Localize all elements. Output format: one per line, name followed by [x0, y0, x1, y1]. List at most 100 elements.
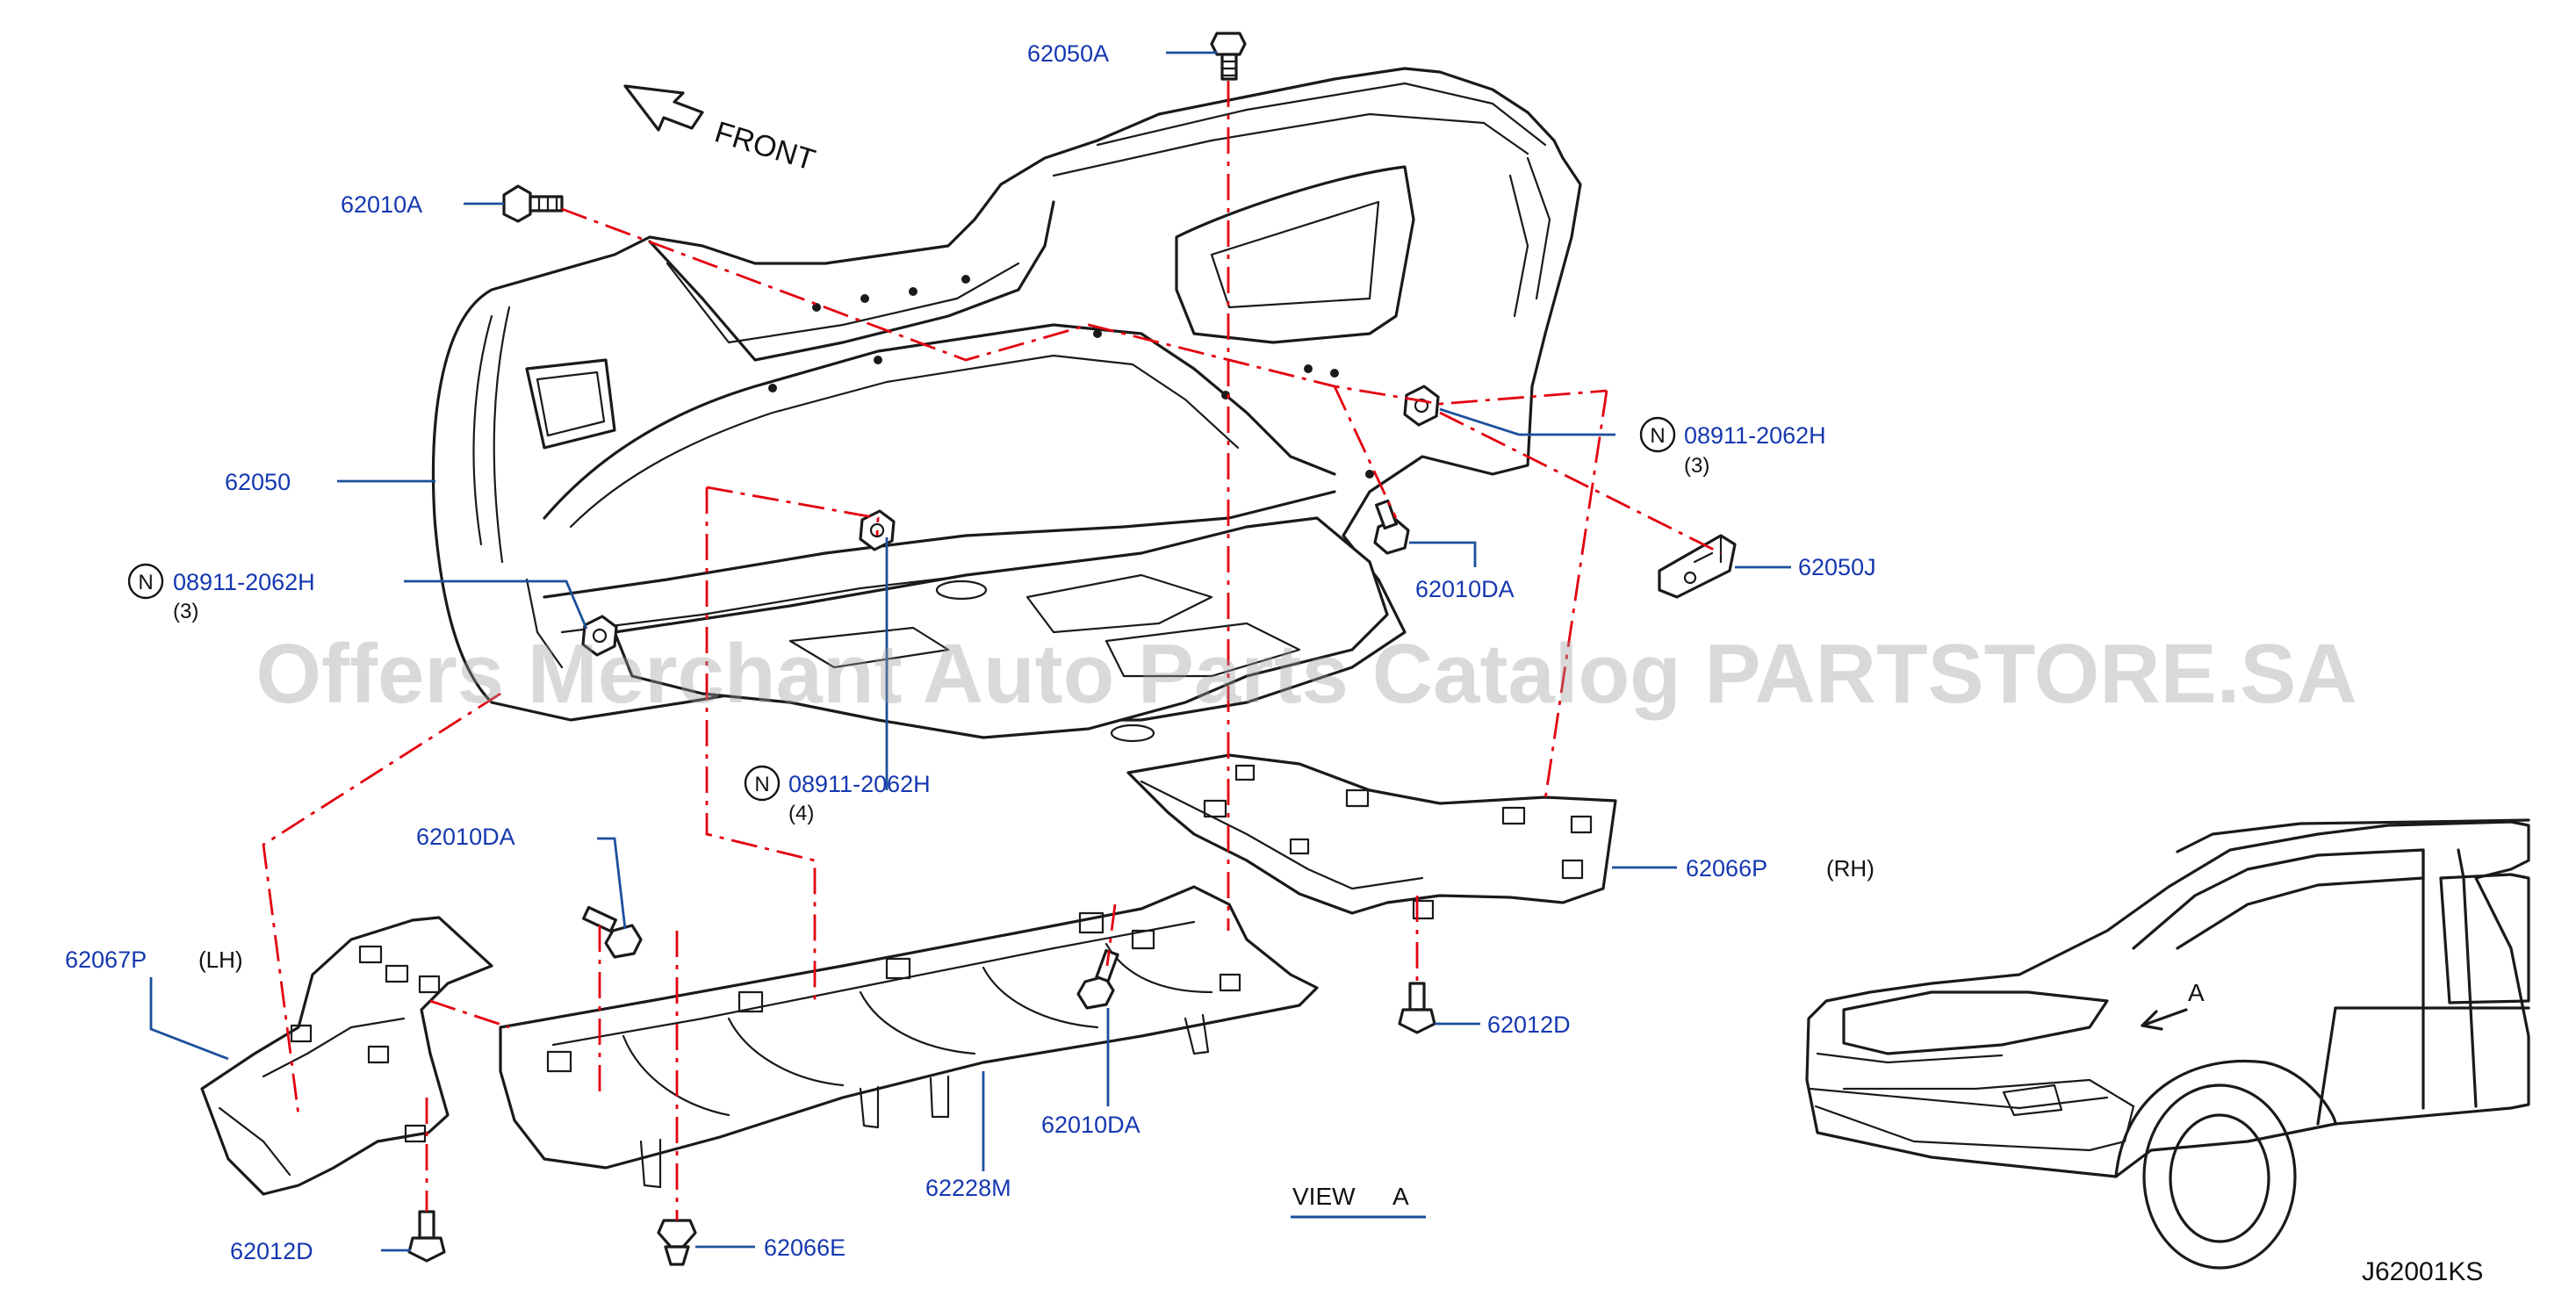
callout-labels: 62050A 62010A 62050 N 08911-2062H (3) N … [65, 40, 1876, 1264]
fascia-clip-holes [768, 275, 1374, 479]
screw-62010DA-left [582, 905, 643, 959]
view-a-arrow-letter: A [2188, 979, 2205, 1006]
clip-62066E [657, 1219, 697, 1266]
callout-n-left: N 08911-2062H (3) [127, 563, 315, 623]
vehicle-wheel-rim [2169, 1113, 2270, 1243]
lh-panel-inner-edge [218, 1017, 406, 1177]
lh-panel-clips [290, 945, 441, 1143]
spoiler-tabs [639, 1013, 1210, 1189]
callout-62012D-right: 62012D [1487, 1011, 1571, 1038]
view-a-caption: VIEW A [1291, 1183, 1426, 1219]
callout-62010DA-left: 62010DA [416, 824, 515, 850]
svg-text:08911-2062H: 08911-2062H [1684, 422, 1826, 449]
vehicle-windshield [2132, 848, 2425, 950]
spoiler-ribs [622, 942, 1213, 1117]
view-label: VIEW [1292, 1183, 1356, 1210]
callout-n-center: N 08911-2062H (4) [744, 765, 931, 825]
leader-lines [149, 51, 1791, 1252]
lower-opening-frame-inner [569, 354, 1240, 529]
svg-text:08911-2062H: 08911-2062H [173, 569, 315, 595]
spoiler-front-lip [551, 920, 1196, 1047]
left-recess [525, 358, 616, 450]
svg-text:N: N [1650, 424, 1665, 448]
svg-text:(3): (3) [1684, 454, 1709, 478]
lh-panel-outline [200, 916, 493, 1196]
view-letter: A [1392, 1183, 1409, 1210]
rh-panel-clips [1203, 764, 1593, 920]
nut-left [581, 615, 618, 657]
vehicle-lower-bumper [1814, 1078, 2135, 1152]
svg-text:(3): (3) [173, 600, 198, 623]
left-recess-inner [536, 371, 606, 437]
front-arrow: FRONT [623, 84, 819, 177]
under-cover-panel-a [1025, 573, 1213, 634]
right-recess-inner [1210, 200, 1380, 309]
vehicle-body [1805, 820, 2530, 1178]
svg-text:08911-2062H: 08911-2062H [788, 771, 931, 797]
diagram-code: J62001KS [2362, 1257, 2483, 1286]
front-label: FRONT [711, 115, 819, 177]
vehicle-fog-lamp [2002, 1083, 2063, 1117]
bolt-62050A [1210, 32, 1247, 81]
callout-62066E: 62066E [764, 1235, 845, 1261]
under-cover [613, 516, 1389, 743]
n-badge-icon [1639, 416, 1676, 453]
under-cover-drain-hole [935, 580, 988, 601]
vehicle-side-window [2439, 873, 2530, 1004]
lh-lower-side-panel [200, 916, 493, 1196]
under-cover-outline [613, 516, 1389, 739]
under-cover-panel-c [788, 626, 950, 669]
callout-62067P-side: (LH) [198, 947, 243, 973]
svg-text:N: N [138, 571, 153, 594]
callout-62067P: 62067P [65, 947, 147, 973]
screw-62012D-left [407, 1210, 446, 1263]
callout-62010DA-center: 62010DA [1041, 1112, 1140, 1138]
bracket-body [1658, 534, 1737, 599]
bracket-62050J [1658, 534, 1737, 599]
callout-62050: 62050 [225, 469, 291, 495]
n-badge-icon [127, 563, 164, 600]
view-a-direction-arrow [2141, 1008, 2188, 1031]
svg-text:(4): (4) [788, 802, 814, 825]
rh-panel-inner-edge [1140, 780, 1424, 890]
vehicle-wheel-arch [2114, 1059, 2337, 1178]
vehicle-front-wheel [2142, 1083, 2297, 1270]
bumper-top-ridge-inner [1052, 112, 1529, 177]
callout-62050J: 62050J [1798, 554, 1876, 580]
front-arrow-icon [623, 84, 704, 132]
bumper-outline [431, 67, 1582, 722]
screw-62012D-right [1398, 982, 1436, 1034]
vehicle-reference: A [1805, 818, 2530, 1270]
n-badge-icon [744, 765, 781, 802]
lower-opening-frame [543, 323, 1336, 520]
bumper-top-ridge [1096, 82, 1547, 147]
rh-lower-side-panel [1126, 753, 1617, 920]
callout-62066P-side: (RH) [1826, 855, 1874, 882]
screw-62010DA-right [1373, 499, 1410, 555]
watermark: Offers Merchant Auto Parts Catalog PARTS… [255, 627, 2357, 721]
right-recess [1175, 165, 1415, 344]
rh-panel-outline [1126, 753, 1617, 915]
fasteners [407, 32, 1440, 1266]
callout-62228M: 62228M [925, 1175, 1011, 1201]
callout-62010DA-right: 62010DA [1415, 576, 1515, 602]
vehicle-a-pillar [2421, 848, 2478, 1110]
upper-grille-frame [648, 200, 1055, 362]
vehicle-roofline [2176, 818, 2530, 853]
callout-62050A: 62050A [1027, 40, 1109, 67]
under-cover-panel-b [1105, 622, 1301, 678]
right-flank-ribs [1508, 156, 1551, 318]
upper-grille-inner [666, 262, 1020, 344]
left-flank-ribs [472, 306, 564, 669]
under-cover-access-hole [1110, 723, 1155, 743]
vehicle-grille [1809, 1052, 2109, 1110]
vehicle-headlamp [1842, 990, 2109, 1055]
nut-right [1403, 385, 1440, 427]
callout-62010A: 62010A [341, 191, 422, 218]
vehicle-door-line [2316, 1006, 2530, 1126]
centerlines [262, 81, 1722, 1220]
svg-text:N: N [754, 773, 769, 796]
callout-n-right: N 08911-2062H (3) [1639, 416, 1826, 478]
screw-62010A [502, 184, 564, 223]
